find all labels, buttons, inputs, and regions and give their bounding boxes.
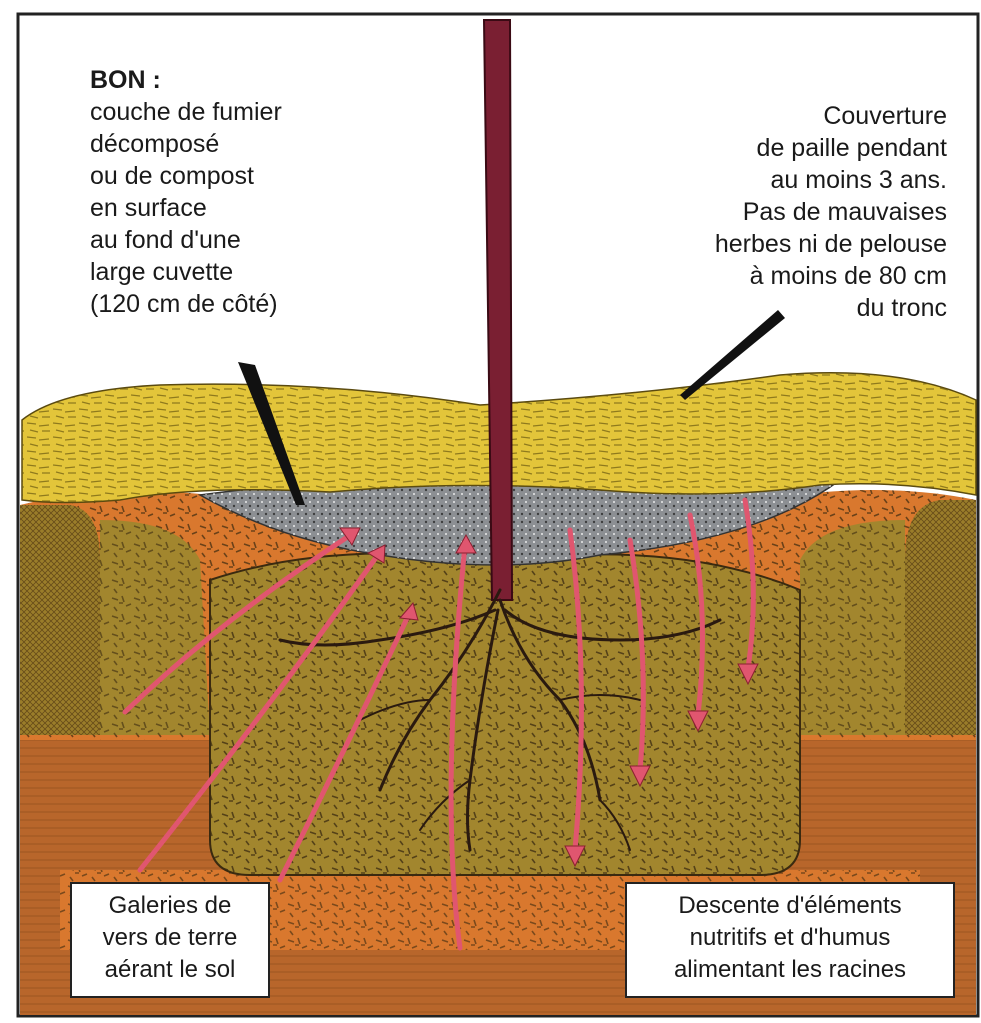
annotation-line: au moins 3 ans.	[587, 164, 947, 196]
label-line: aérant le sol	[82, 954, 258, 986]
annotation-line: décomposé	[90, 128, 430, 160]
nutrient-label-box: Descente d'éléments nutritifs et d'humus…	[625, 882, 955, 998]
annotation-line: couche de fumier	[90, 96, 430, 128]
label-line: vers de terre	[82, 922, 258, 954]
earthworm-label-box: Galeries de vers de terre aérant le sol	[70, 882, 270, 998]
label-line: Descente d'éléments	[637, 890, 943, 922]
annotation-line: Couverture	[587, 100, 947, 132]
annotation-heading: BON :	[90, 64, 430, 96]
annotation-line: du tronc	[587, 292, 947, 324]
annotation-line: (120 cm de côté)	[90, 288, 430, 320]
compost-annotation: BON : couche de fumier décomposé ou de c…	[90, 64, 430, 320]
annotation-line: herbes ni de pelouse	[587, 228, 947, 260]
annotation-line: à moins de 80 cm	[587, 260, 947, 292]
annotation-line: ou de compost	[90, 160, 430, 192]
annotation-line: de paille pendant	[587, 132, 947, 164]
annotation-line: au fond d'une	[90, 224, 430, 256]
label-line: Galeries de	[82, 890, 258, 922]
annotation-line: Pas de mauvaises	[587, 196, 947, 228]
label-line: alimentant les racines	[637, 954, 943, 986]
label-line: nutritifs et d'humus	[637, 922, 943, 954]
straw-annotation: Couverture de paille pendant au moins 3 …	[587, 100, 947, 324]
annotation-line: large cuvette	[90, 256, 430, 288]
annotation-line: en surface	[90, 192, 430, 224]
